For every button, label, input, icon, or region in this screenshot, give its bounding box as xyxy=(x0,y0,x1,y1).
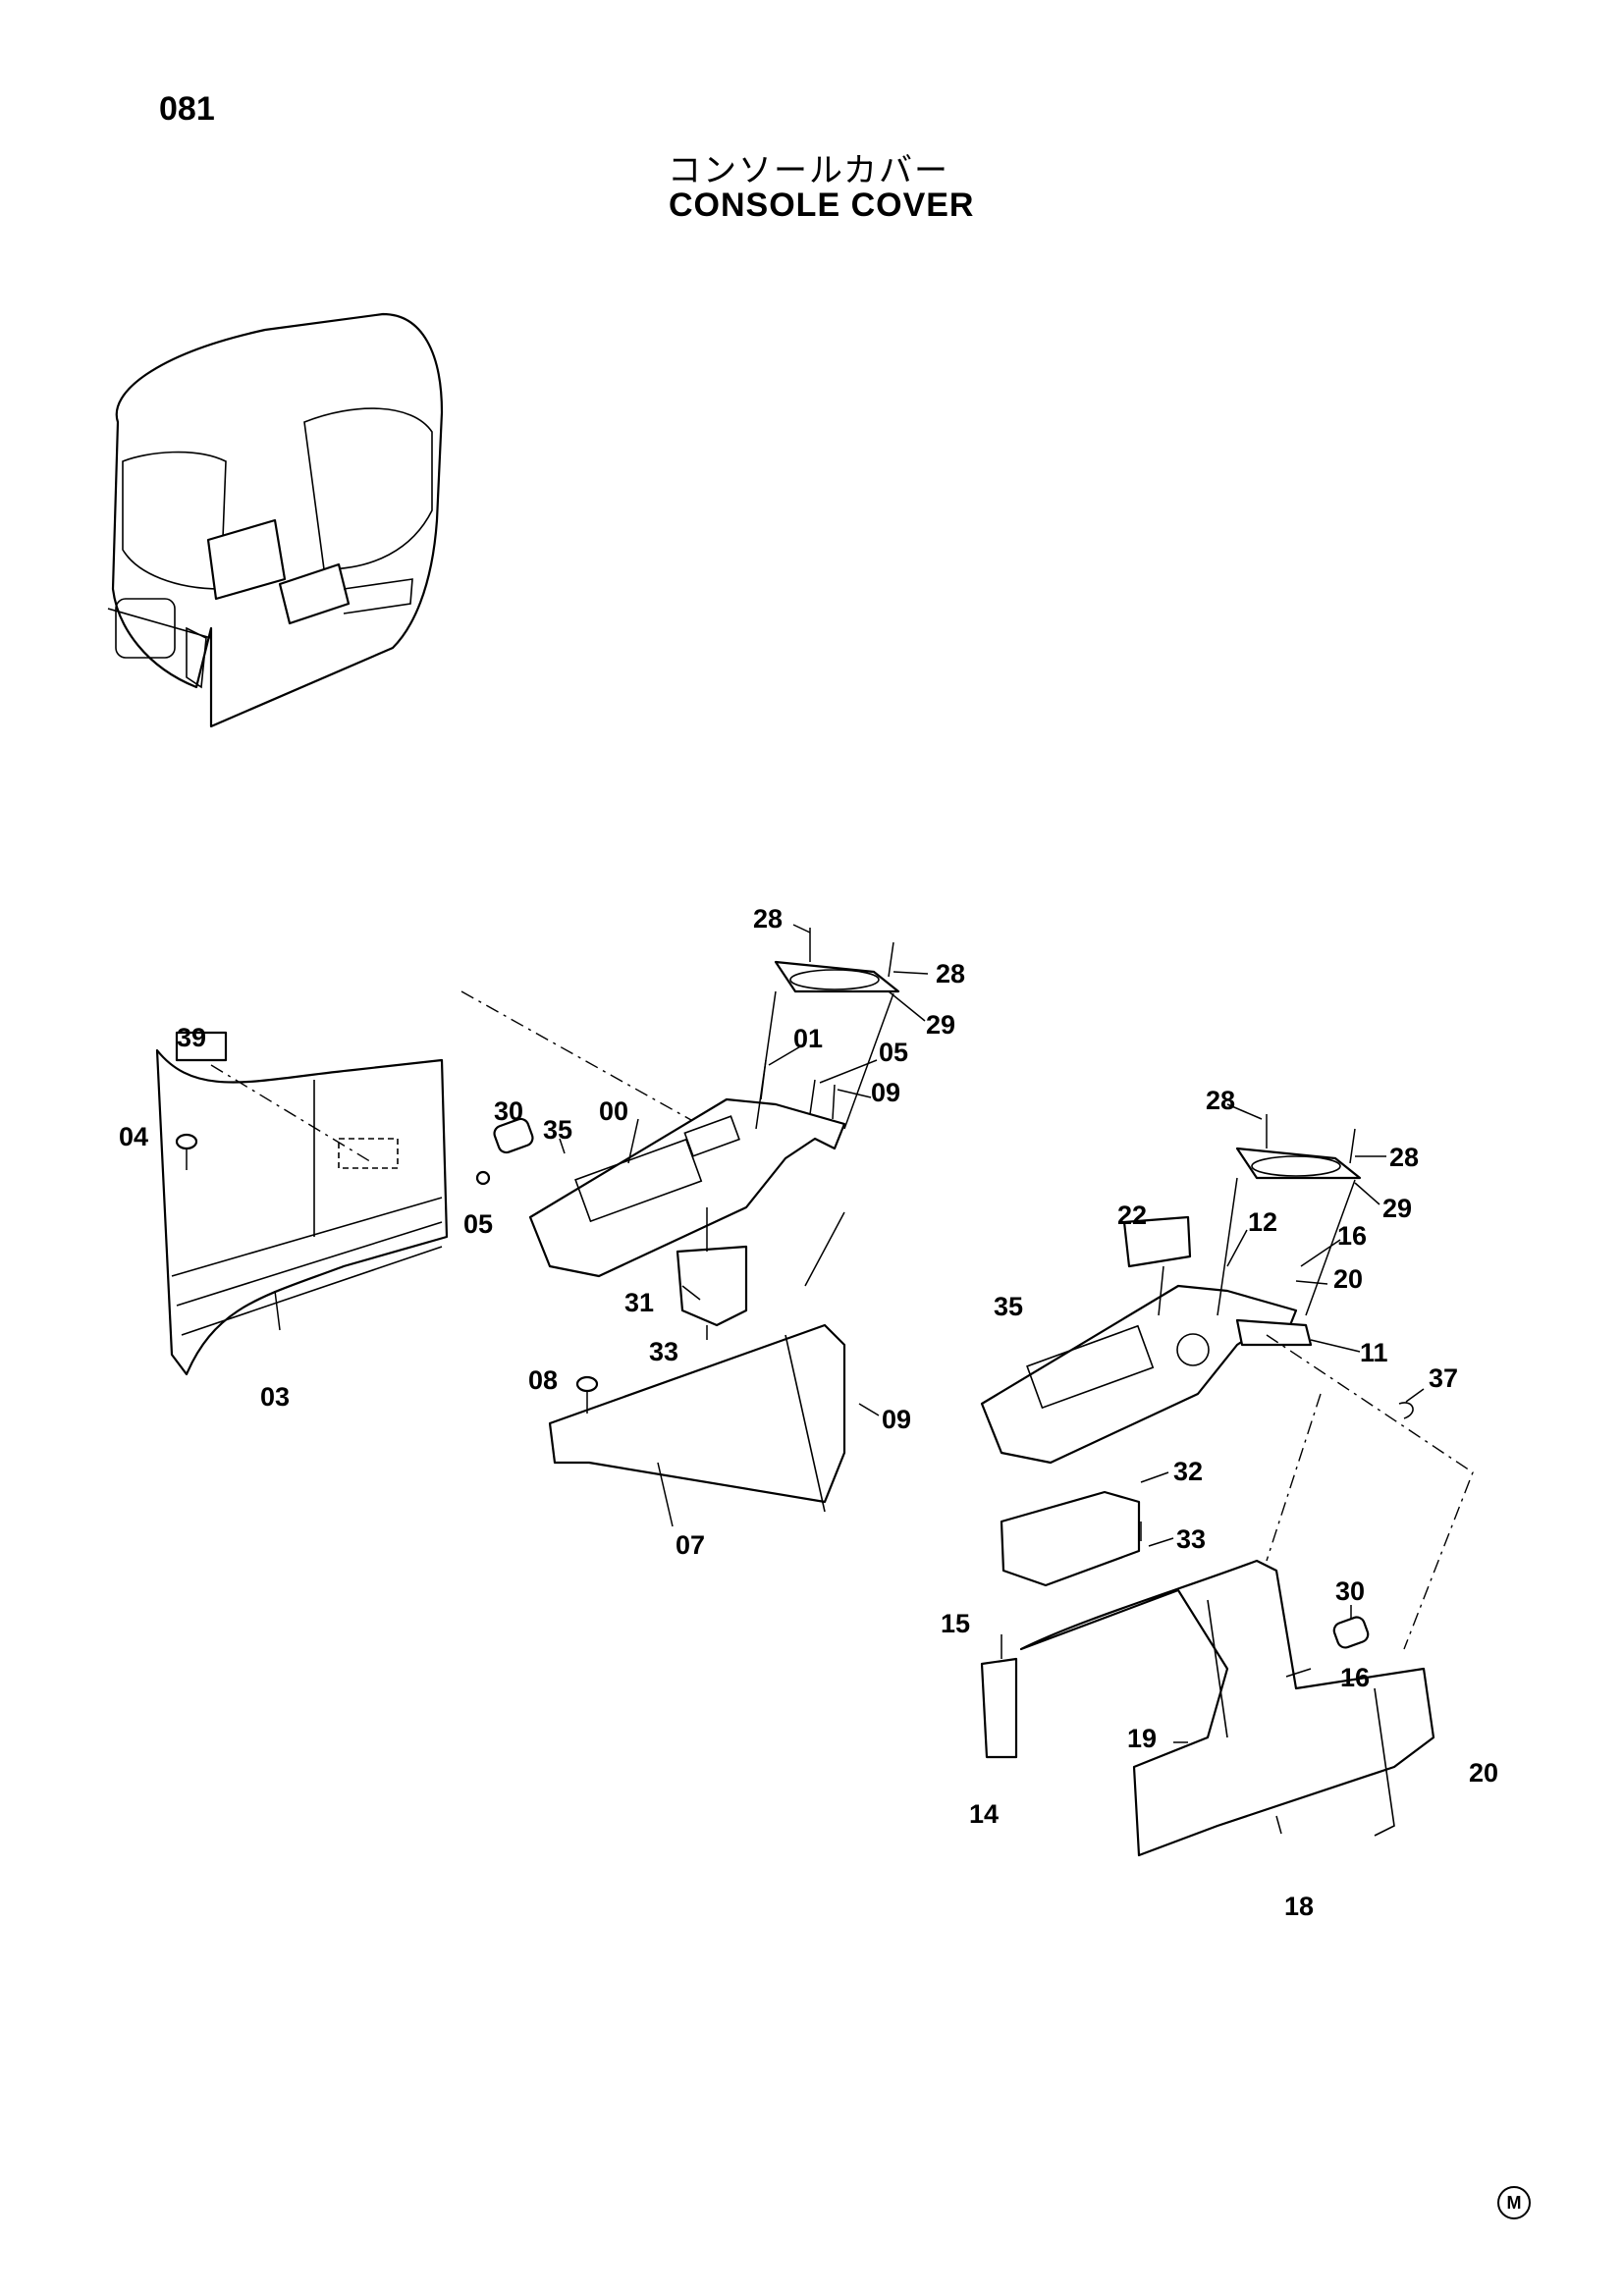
callout-label: 07 xyxy=(676,1530,705,1560)
part-03-side-panel xyxy=(155,1048,449,1376)
circled-m-mark: M xyxy=(1497,2186,1531,2219)
callout-label: 11 xyxy=(1360,1338,1388,1367)
cab-overview xyxy=(107,312,444,728)
callout-label: 33 xyxy=(649,1337,678,1366)
page-number: 081 xyxy=(159,90,215,128)
part-22-display xyxy=(1122,1215,1192,1316)
part-30-knob-left xyxy=(493,1117,534,1154)
callout-label: 29 xyxy=(1382,1194,1412,1223)
title-japanese: コンソールカバー xyxy=(668,151,949,190)
right-main-console xyxy=(980,1284,1298,1465)
callout-label: 08 xyxy=(528,1365,558,1395)
part-29-top-plate-right xyxy=(1217,1147,1362,1316)
callout-label: 04 xyxy=(119,1122,148,1151)
callout-label: 29 xyxy=(926,1010,955,1040)
part-11-bracket xyxy=(1235,1318,1313,1347)
part-31-cup-holder xyxy=(676,1207,748,1340)
callout-label: 22 xyxy=(1117,1201,1147,1230)
callout-leaders xyxy=(274,924,1425,1835)
callout-label: 15 xyxy=(941,1609,970,1638)
callout-label: 30 xyxy=(494,1096,523,1126)
callout-label: 09 xyxy=(882,1405,911,1434)
title-english: CONSOLE COVER xyxy=(669,187,975,224)
part-05-screw-left xyxy=(475,1170,491,1186)
callout-label: 03 xyxy=(260,1382,290,1412)
callout-label: 32 xyxy=(1173,1457,1203,1486)
part-08-grommet xyxy=(575,1375,599,1414)
part-28-bolts-right xyxy=(1266,1114,1356,1164)
part-07-lower-cover xyxy=(548,1211,846,1513)
callout-label: 28 xyxy=(936,959,965,988)
part-00-main-console xyxy=(528,1097,846,1278)
callout-label: 05 xyxy=(463,1209,493,1239)
callout-label: 39 xyxy=(177,1023,206,1052)
callout-label: 18 xyxy=(1284,1892,1314,1921)
part-28-bolts-left xyxy=(809,928,894,978)
callout-label: 37 xyxy=(1429,1363,1458,1393)
part-30-knob-right xyxy=(1332,1616,1370,1649)
part-01-05-09-screws-left xyxy=(760,1059,836,1120)
callout-label: 35 xyxy=(994,1292,1023,1321)
callout-label: 35 xyxy=(543,1115,572,1145)
callout-label: 16 xyxy=(1340,1663,1370,1692)
callout-label: 09 xyxy=(871,1078,900,1107)
callout-label: 30 xyxy=(1335,1576,1365,1606)
callout-labels: 28 28 29 01 05 09 39 30 35 00 04 05 31 3… xyxy=(119,904,1498,1921)
part-39-label-plate xyxy=(175,1031,228,1062)
callout-label: 19 xyxy=(1127,1724,1157,1753)
callout-label: 05 xyxy=(879,1038,908,1067)
callout-label: 01 xyxy=(793,1024,823,1053)
part-29-top-plate-left xyxy=(755,960,900,1130)
callout-label: 28 xyxy=(753,904,783,934)
callout-label: 28 xyxy=(1206,1086,1235,1115)
callout-label: 14 xyxy=(969,1799,999,1829)
callout-label: 28 xyxy=(1389,1143,1419,1172)
part-14-side-cover xyxy=(980,1634,1018,1759)
part-37-clip xyxy=(1398,1402,1414,1419)
callout-label: 20 xyxy=(1333,1264,1363,1294)
part-18-lower-cover-right xyxy=(1019,1559,1435,1857)
callout-label: 16 xyxy=(1337,1221,1367,1251)
callout-label: 12 xyxy=(1248,1207,1277,1237)
callout-label: 31 xyxy=(624,1288,654,1317)
callout-label: 20 xyxy=(1469,1758,1498,1788)
callout-label: 33 xyxy=(1176,1524,1206,1554)
part-04-grommet xyxy=(175,1133,198,1170)
callout-label: 00 xyxy=(599,1096,628,1126)
part-32-tray xyxy=(1000,1490,1142,1587)
